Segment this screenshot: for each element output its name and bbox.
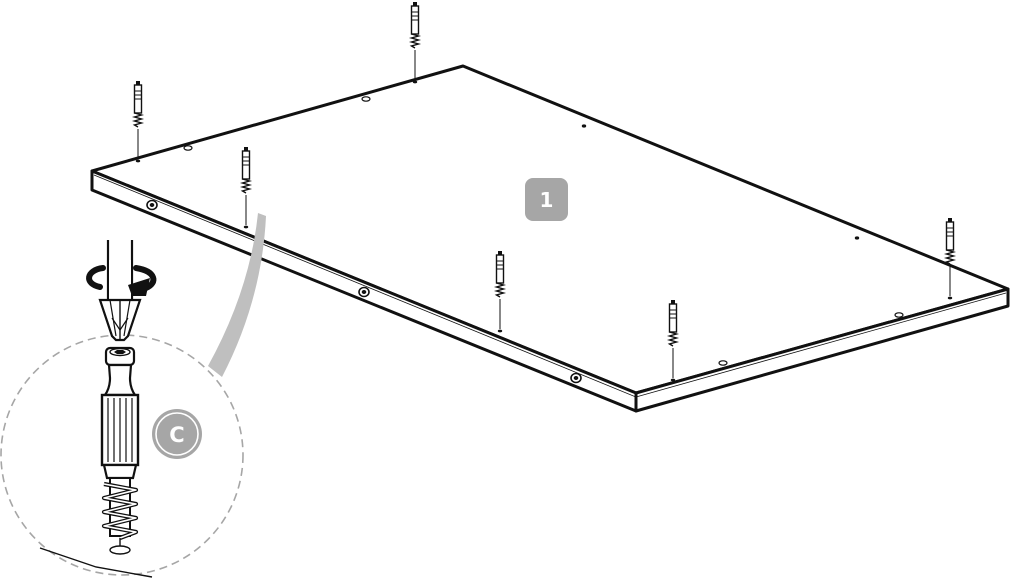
cam-bolt-icon <box>133 80 143 164</box>
detail-label: C <box>169 423 184 447</box>
screwdriver-icon <box>98 240 142 342</box>
detail-callout-pointer <box>208 213 266 377</box>
panel-label-badge: 1 <box>525 178 568 221</box>
detail-label-badge: C <box>152 409 202 459</box>
panel-holes <box>183 96 904 366</box>
panel-right-edge <box>634 287 1010 413</box>
cam-bolt-icon <box>410 1 420 85</box>
detail-cam-bolt-icon <box>100 346 140 555</box>
panel-label: 1 <box>540 188 554 212</box>
rotate-arrow-icon <box>86 265 157 296</box>
detail-circle <box>0 334 244 576</box>
